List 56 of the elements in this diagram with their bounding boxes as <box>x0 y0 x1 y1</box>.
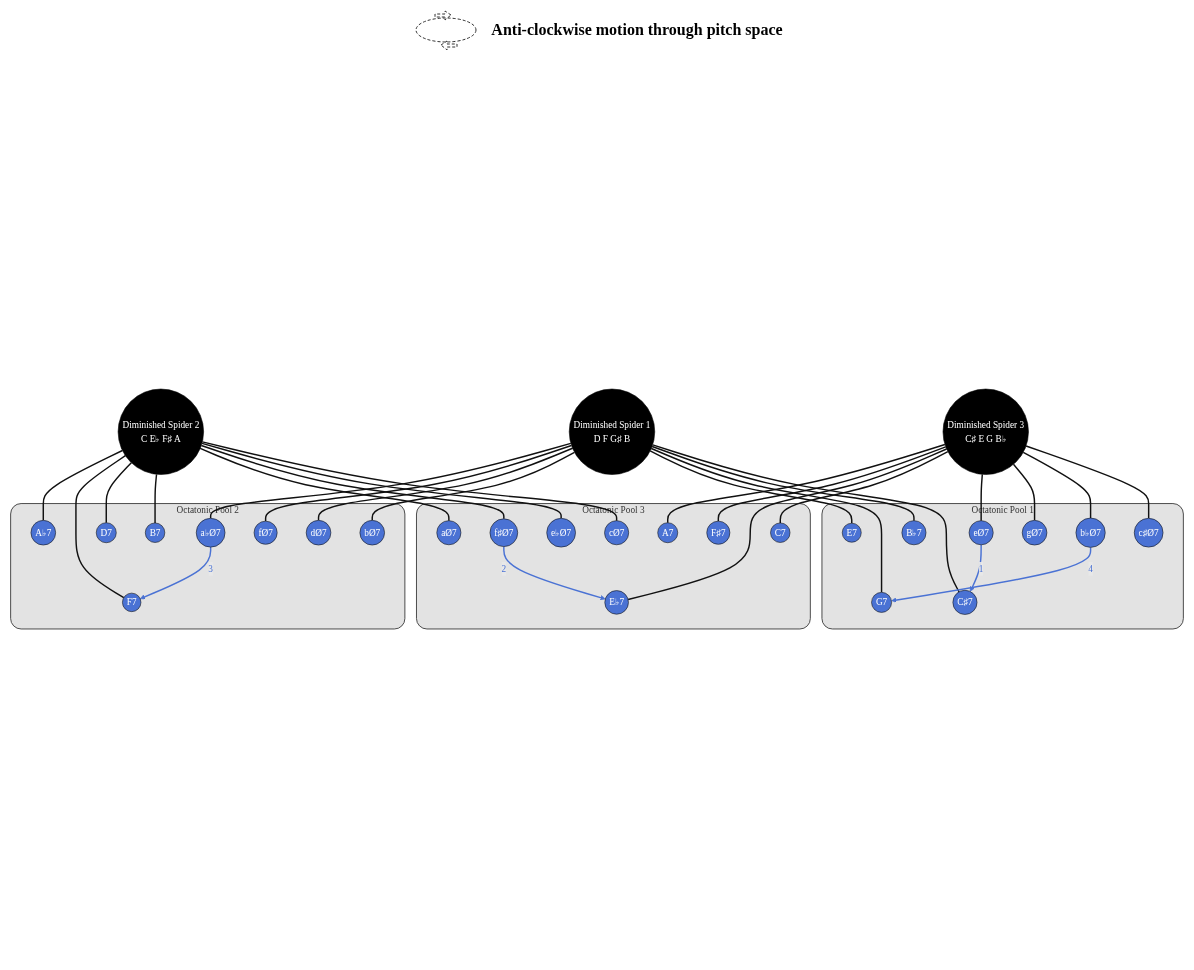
connector <box>1022 451 1092 519</box>
connector <box>201 441 618 522</box>
node-circle: E7 <box>841 522 862 543</box>
node-circle: Diminished Spider 2 C E♭ F♯ A <box>117 388 204 475</box>
connector <box>650 447 883 594</box>
node-circle: fØ7 <box>253 520 278 545</box>
connector <box>649 450 853 524</box>
connector <box>627 448 948 601</box>
connector <box>75 454 127 599</box>
connector <box>42 449 124 522</box>
node-circle: e♭Ø7 <box>546 518 576 548</box>
connector <box>154 473 158 524</box>
connector <box>199 447 450 522</box>
edge-label: 3 <box>208 563 213 574</box>
node-circle: dØ7 <box>305 520 332 546</box>
node-circle: gØ7 <box>1021 520 1048 546</box>
edge-label: 4 <box>1088 563 1093 574</box>
node-circle: aØ7 <box>436 520 462 546</box>
node-circle: f♯Ø7 <box>489 518 518 547</box>
node-circle: cØ7 <box>604 520 629 546</box>
node-circle: F♯7 <box>706 520 731 545</box>
connector <box>1012 463 1036 522</box>
node-circle: Diminished Spider 3 C♯ E G B♭ <box>942 388 1029 475</box>
connector <box>105 462 133 524</box>
node-circle: a♭Ø7 <box>195 518 226 548</box>
node-circle: Diminished Spider 1 D F G♯ B <box>568 388 656 475</box>
node-circle: F7 <box>122 592 142 612</box>
edge-label: 1 <box>978 563 984 574</box>
edge-label: 2 <box>501 563 507 574</box>
connector <box>980 473 984 522</box>
node-circle: bØ7 <box>359 520 385 546</box>
node-circle: B♭7 <box>901 520 927 546</box>
arrow <box>503 545 606 601</box>
node-circle: A7 <box>657 522 679 544</box>
connector <box>200 444 505 520</box>
note-text: Anti-clockwise motion through pitch space <box>491 21 783 38</box>
connector <box>651 445 915 522</box>
connector <box>317 447 574 522</box>
connector <box>667 443 946 524</box>
connector <box>371 451 576 522</box>
node-circle: E♭7 <box>604 590 629 615</box>
connector <box>264 444 573 522</box>
node-circle: C♯7 <box>952 590 978 615</box>
node-circle: eØ7 <box>968 520 994 546</box>
node-circle: G7 <box>871 592 892 613</box>
connector <box>1025 445 1150 520</box>
connector <box>779 450 949 524</box>
arrow <box>139 546 212 600</box>
node-circle: A♭7 <box>30 520 56 546</box>
node-circle: b♭Ø7 <box>1075 517 1106 548</box>
connector <box>652 444 960 593</box>
node-circle: C7 <box>770 522 791 543</box>
node-circle: D7 <box>95 522 117 544</box>
node-circle: B7 <box>145 522 166 543</box>
connector <box>717 446 947 522</box>
node-circle: c♯Ø7 <box>1133 518 1164 548</box>
